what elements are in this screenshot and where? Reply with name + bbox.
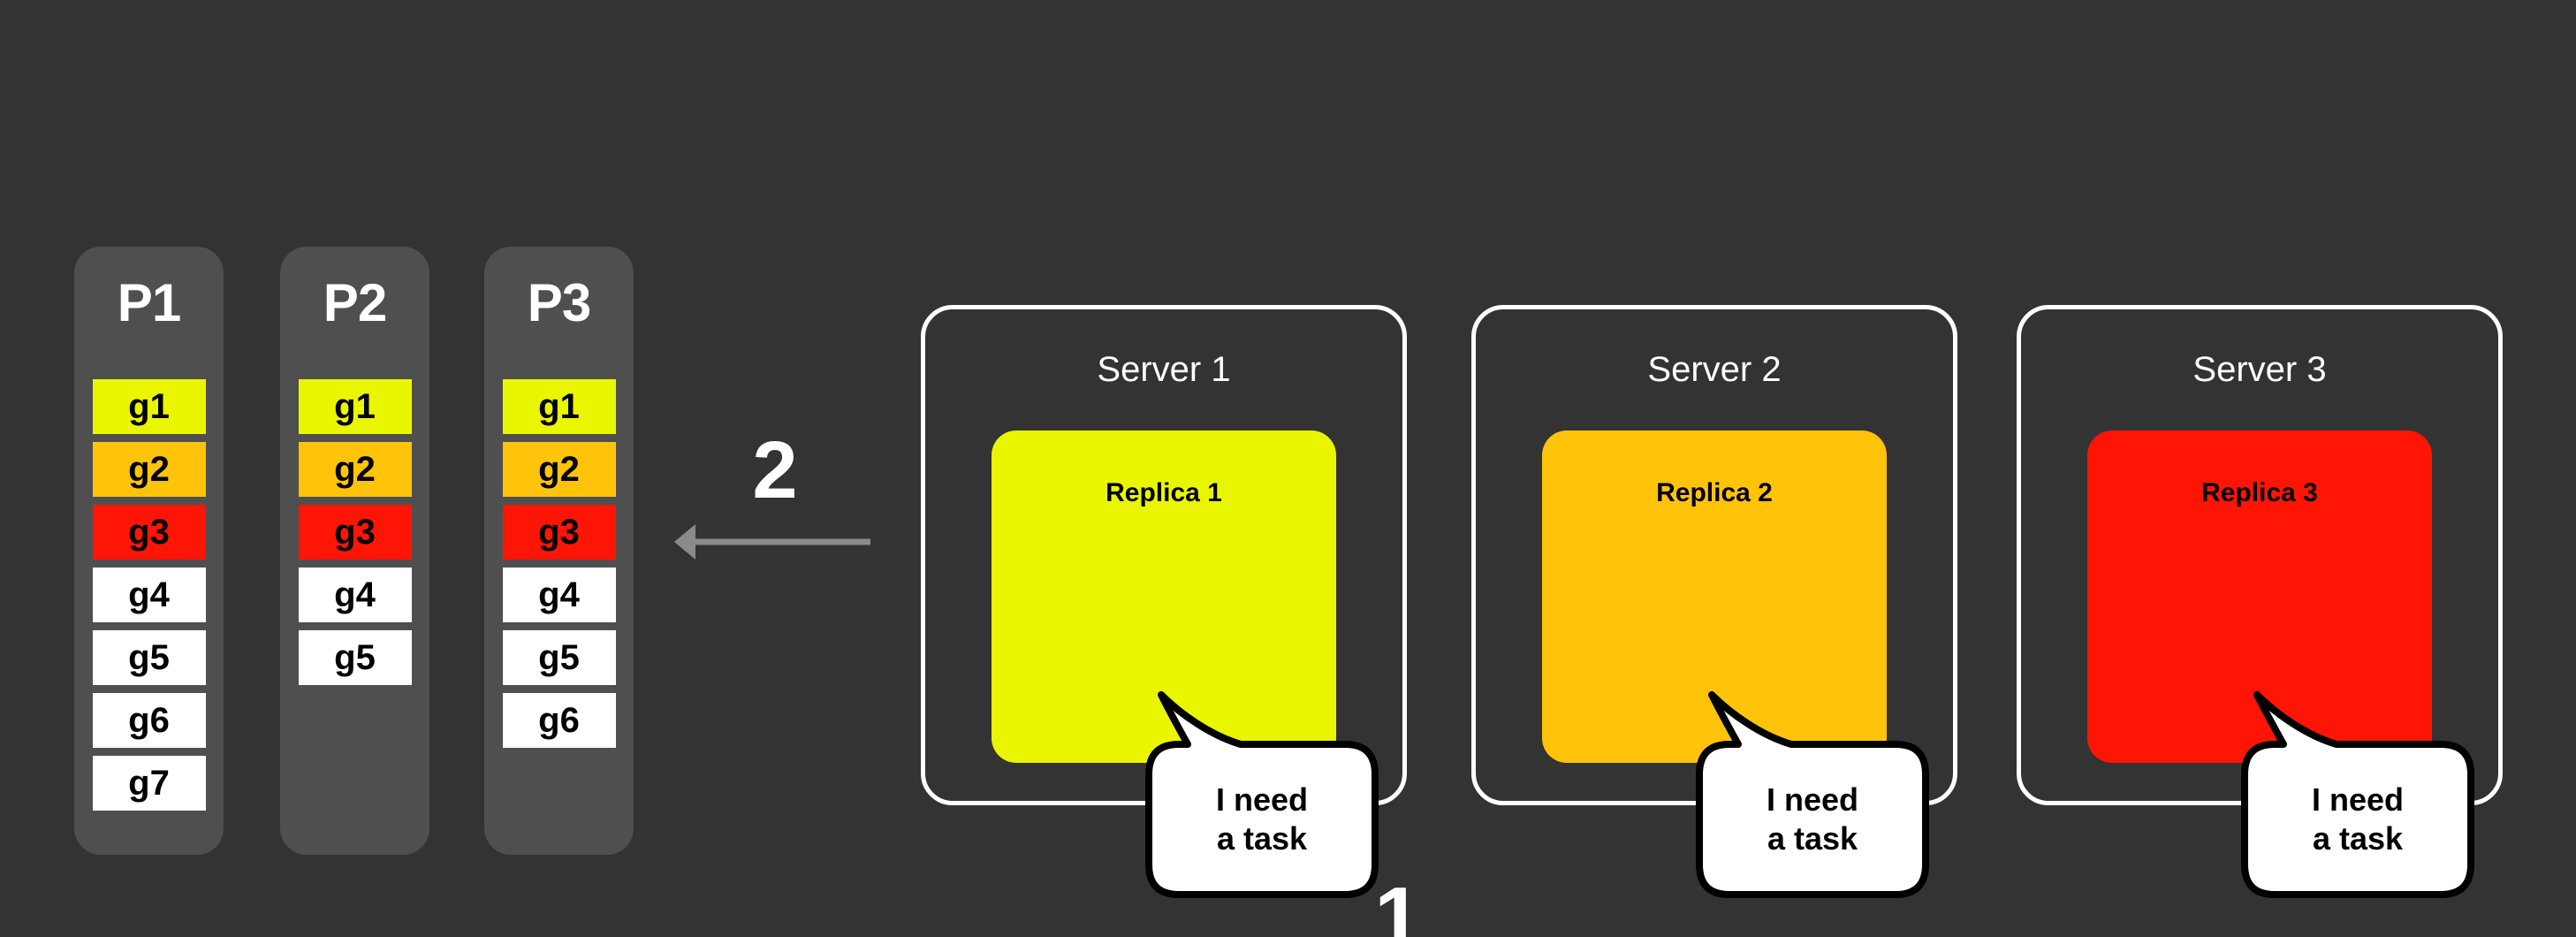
speech-line: a task — [1767, 820, 1858, 857]
partition-cells: g1 g2 g3 g4 g5 g6 g7 — [92, 379, 206, 811]
partition-column: P2 g1 g2 g3 g4 g5 — [280, 247, 429, 855]
partition-title: P3 — [527, 273, 591, 332]
server-title: Server 1 — [1097, 350, 1231, 389]
partition-cells: g1 g2 g3 g4 g5 g6 — [502, 379, 616, 748]
speech-line: I need — [1215, 781, 1309, 818]
replica-label: Replica 1 — [1106, 478, 1222, 507]
speech-line: I need — [1766, 781, 1859, 818]
group-cell: g3 — [298, 505, 412, 560]
group-cell: g5 — [502, 630, 616, 685]
group-cell: g5 — [298, 630, 412, 685]
group-cell: g1 — [298, 379, 412, 434]
speech-line: a task — [1216, 820, 1308, 857]
group-cell: g4 — [502, 568, 616, 622]
group-cell: g2 — [502, 442, 616, 497]
group-cell: g6 — [502, 693, 616, 748]
partition-column: P3 g1 g2 g3 g4 g5 g6 — [484, 247, 634, 855]
speech-bubble-icon — [1696, 691, 1929, 898]
group-cell: g3 — [502, 505, 616, 560]
group-cell: g1 — [92, 379, 206, 434]
group-cell: g3 — [92, 505, 206, 560]
group-cell: g1 — [502, 379, 616, 434]
group-cell: g7 — [92, 756, 206, 811]
group-cell: g2 — [298, 442, 412, 497]
group-cell: g6 — [92, 693, 206, 748]
server-box: Server 3 Replica 3 — [2017, 305, 2503, 805]
speech-bubble-icon — [2241, 691, 2474, 898]
left-arrow-icon — [674, 524, 870, 560]
partition-title: P1 — [117, 273, 181, 332]
partition-cells: g1 g2 g3 g4 g5 — [298, 379, 412, 685]
replica-label: Replica 3 — [2201, 478, 2318, 507]
group-cell: g2 — [92, 442, 206, 497]
partition-title: P2 — [323, 273, 387, 332]
speech-bubble-icon — [1145, 691, 1379, 898]
step-2-label: 2 — [752, 425, 798, 515]
server-title: Server 3 — [2192, 350, 2327, 389]
group-cell: g4 — [92, 568, 206, 622]
speech-line: a task — [2312, 820, 2404, 857]
server-title: Server 2 — [1647, 350, 1782, 389]
replica-label: Replica 2 — [1656, 478, 1773, 507]
group-cell: g5 — [92, 630, 206, 685]
step-1-label: 1 — [1374, 870, 1422, 937]
speech-line: I need — [2311, 781, 2405, 818]
partition-column: P1 g1 g2 g3 g4 g5 g6 g7 — [74, 247, 224, 855]
group-cell: g4 — [298, 568, 412, 622]
